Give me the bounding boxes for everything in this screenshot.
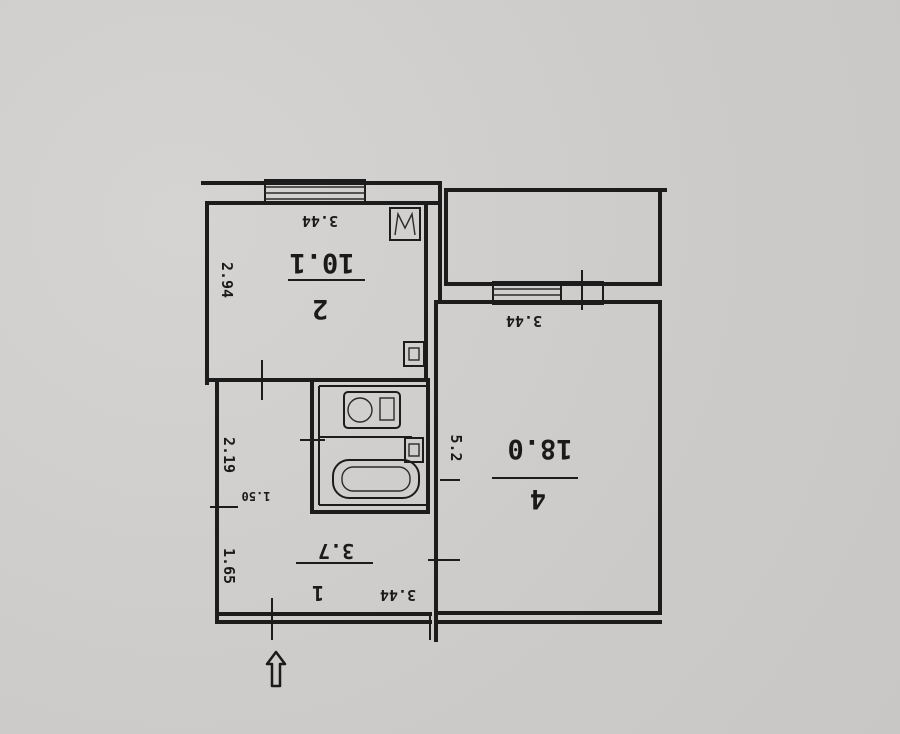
hall-lower-label: 1.65	[220, 548, 238, 584]
hall-sub-label: 1.50	[242, 489, 271, 503]
bath-sink-icon	[404, 437, 424, 463]
room4-depth-label: 5.2	[447, 434, 465, 461]
room-1-area: 3.7	[318, 539, 354, 563]
room-2-label: 2 10.1	[288, 247, 365, 324]
room-4-label: 18.0 4	[492, 433, 578, 514]
entrance-arrow-icon	[265, 650, 287, 688]
hall-depth-label: 2.19	[220, 437, 238, 473]
sink-icon	[403, 341, 425, 367]
room-2-area: 10.1	[289, 247, 354, 278]
bathtub-icon	[332, 459, 420, 499]
room-4-area: 18.0	[507, 433, 572, 464]
room2-height-label: 2.94	[218, 262, 236, 298]
fixtures	[332, 207, 425, 499]
dimension-ticks	[210, 360, 460, 640]
hall-width-label: 3.44	[380, 586, 416, 604]
window-room2	[264, 179, 366, 205]
stove-icon	[389, 207, 421, 241]
room-2-number: 2	[312, 293, 328, 324]
toilet-icon	[343, 391, 401, 429]
room-1-label: 3.7 1	[296, 539, 373, 605]
room4-width-label: 3.44	[506, 312, 542, 330]
room2-width-label: 3.44	[302, 212, 338, 230]
windows	[264, 179, 604, 310]
room-1-number: 1	[312, 581, 324, 605]
room-4-number: 4	[530, 483, 546, 514]
walls	[201, 181, 667, 642]
window-room4	[492, 270, 604, 310]
